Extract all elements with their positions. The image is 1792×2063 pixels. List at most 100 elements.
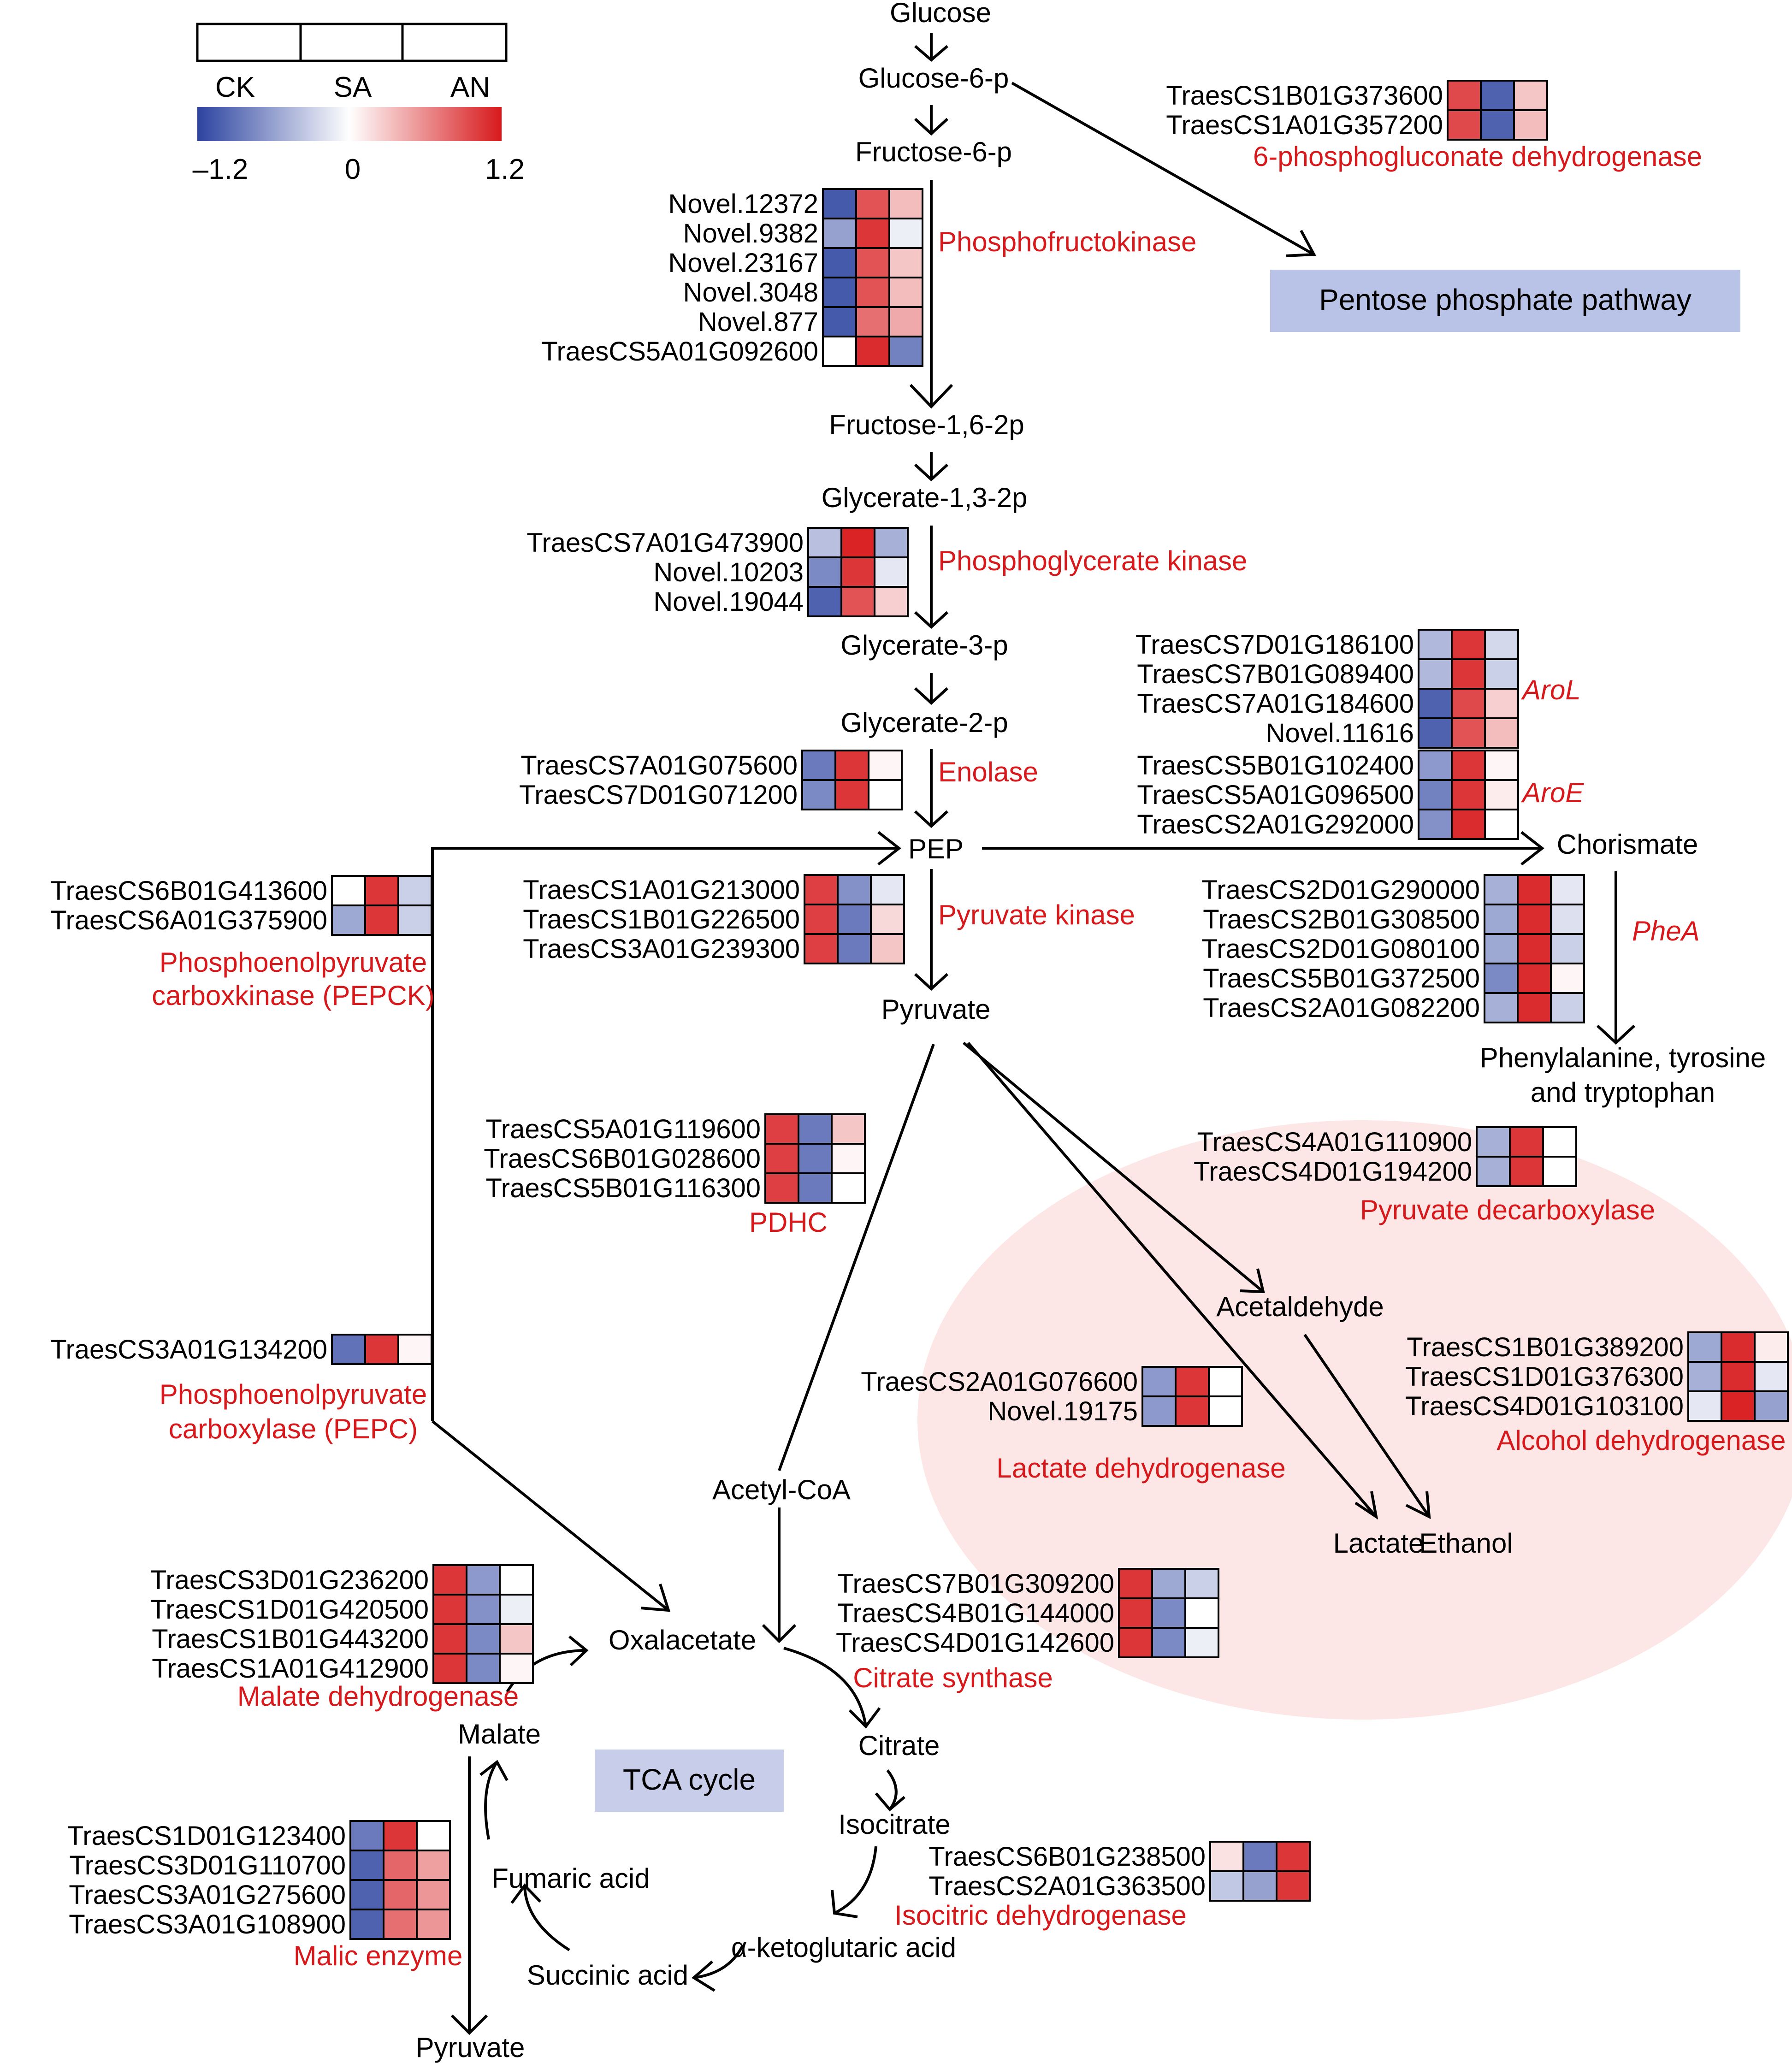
gene-label: TraesCS1A01G213000 [523, 875, 800, 905]
heatmap-cell [798, 1172, 833, 1204]
metabolite-isocitrate: Isocitrate [838, 1809, 950, 1840]
heatmap-cell [855, 188, 890, 219]
heatmap-cell [1721, 1361, 1756, 1392]
arrow-pep-chorismate [982, 831, 1544, 866]
heatmap-group-aroe: TraesCS5B01G102400TraesCS5A01G096500Trae… [1137, 750, 1584, 840]
heatmap-cell [804, 933, 839, 964]
heatmap-cell [831, 1113, 866, 1145]
heatmap-cell [1550, 874, 1585, 905]
heatmap-group-phea: TraesCS2D01G290000TraesCS2B01G308500Trae… [1201, 874, 1700, 1023]
gene-label: Novel.19044 [653, 587, 804, 617]
gene-label: TraesCS1B01G443200 [152, 1624, 429, 1654]
heatmap-cell [383, 1820, 418, 1851]
heatmap-cell [1141, 1366, 1177, 1397]
heatmap-cell [432, 1653, 467, 1684]
heatmap-cell [1447, 109, 1482, 141]
heatmap-group-pk: TraesCS1A01G213000TraesCS1B01G226500Trae… [523, 874, 1135, 964]
heatmap-cell [349, 1820, 384, 1851]
heatmap-cell [822, 247, 857, 278]
heatmap-cell [1118, 1568, 1153, 1599]
heatmap-cell [831, 1143, 866, 1174]
heatmap-cell [1687, 1361, 1722, 1392]
gene-label: Novel.19175 [988, 1396, 1138, 1426]
heatmap-cell [1175, 1395, 1210, 1427]
enzyme-label: Lactate dehydrogenase [996, 1453, 1285, 1484]
arrow-f6p-f16 [909, 180, 953, 409]
arrow-g6p-f6p [914, 105, 949, 136]
heatmap-cell [1517, 874, 1552, 905]
heatmap-cell [397, 1334, 432, 1365]
gene-label: TraesCS7A01G075600 [520, 751, 798, 780]
metabolite-glycerate-3-p: Glycerate-3-p [840, 630, 1008, 661]
heatmap-cell [1118, 1627, 1153, 1658]
heatmap-group-enolase: TraesCS7A01G075600TraesCS7D01G071200Enol… [519, 750, 1038, 810]
gene-label: TraesCS7D01G071200 [519, 780, 798, 810]
heatmap-cell [822, 277, 857, 308]
heatmap-cell [840, 527, 875, 558]
heatmap-cell [1550, 904, 1585, 935]
heatmap-cell [888, 277, 923, 308]
heatmap-group-pgk: TraesCS7A01G473900Novel.10203Novel.19044… [526, 527, 1247, 617]
gene-label: TraesCS4A01G110900 [1197, 1127, 1472, 1157]
heatmap-cell [1550, 933, 1585, 964]
gene-label: Novel.9382 [683, 219, 818, 248]
heatmap-cell [1484, 688, 1519, 719]
metabolite-glucose-6-p: Glucose-6-p [858, 63, 1009, 94]
heatmap-cell [807, 586, 842, 617]
enzyme-label: Isocitric dehydrogenase [894, 1900, 1187, 1931]
heatmap-cell [801, 750, 836, 781]
gene-label: Novel.10203 [653, 557, 804, 587]
heatmap-cell [1276, 1841, 1311, 1872]
heatmap-cell [1209, 1841, 1244, 1872]
arrow-pyruvate-lactate [967, 1042, 1378, 1520]
metabolite-lactate: Lactate [1333, 1528, 1424, 1559]
heatmap-cell [870, 933, 905, 964]
heatmap-cell [416, 1879, 451, 1910]
heatmap-cell [798, 1113, 833, 1145]
enzyme-label: Phosphoglycerate kinase [938, 545, 1247, 576]
heatmap-cell [1451, 658, 1486, 690]
arrow-glucose-g6p [914, 33, 948, 62]
arrow-acetaldehyde-ethanol [1303, 1334, 1431, 1519]
enzyme-label: Phosphoenolpyruvate [160, 1379, 427, 1410]
heatmap-cell [466, 1623, 501, 1655]
ppp-box [1270, 270, 1740, 332]
heatmap-cell [1542, 1126, 1577, 1158]
enzyme-label: AroE [1521, 777, 1584, 808]
ppp-label: Pentose phosphate pathway [1319, 283, 1691, 316]
heatmap-cell [499, 1653, 534, 1684]
heatmap-group-g6pd: TraesCS1B01G373600TraesCS1A01G3572006-ph… [1166, 80, 1702, 172]
gene-label: TraesCS1A01G412900 [152, 1654, 429, 1684]
heatmap-cell [1276, 1870, 1311, 1902]
heatmap-cell [349, 1909, 384, 1940]
metabolite-fructose-6-p: Fructose-6-p [855, 136, 1012, 167]
gene-label: TraesCS3A01G239300 [523, 934, 800, 964]
tca-label: TCA cycle [623, 1763, 756, 1796]
heatmap-cell [364, 875, 399, 906]
tca-box [595, 1750, 784, 1812]
gene-label: TraesCS1D01G376300 [1405, 1362, 1684, 1392]
heatmap-cell [1687, 1390, 1722, 1422]
heatmap-cell [834, 750, 869, 781]
metabolite-glycerate-2-p: Glycerate-2-p [840, 707, 1008, 738]
gene-label: TraesCS5A01G119600 [486, 1114, 761, 1144]
heatmap-cell [1447, 80, 1482, 111]
heatmap-cell [1480, 109, 1515, 141]
heatmap-cell [840, 586, 875, 617]
heatmap-cell [888, 306, 923, 337]
heatmap-cell [1517, 992, 1552, 1023]
heatmap-cell [364, 904, 399, 936]
heatmap-cell [1484, 874, 1519, 905]
heatmap-cell [1208, 1366, 1243, 1397]
heatmap-cell [822, 336, 857, 367]
heatmap-cell [1484, 750, 1519, 781]
gene-label: Novel.23167 [668, 248, 818, 278]
gene-label: TraesCS6A01G375900 [50, 905, 327, 935]
enzyme-label: carboxkinase (PEPCK) [152, 980, 435, 1011]
heatmap-cell [1118, 1597, 1153, 1629]
arrow-oxalacetate-citrate [783, 1647, 881, 1729]
arrow-chorismate-aromatics [1596, 871, 1636, 1045]
gene-label: TraesCS5B01G102400 [1137, 751, 1414, 780]
heatmap-cell [837, 933, 872, 964]
